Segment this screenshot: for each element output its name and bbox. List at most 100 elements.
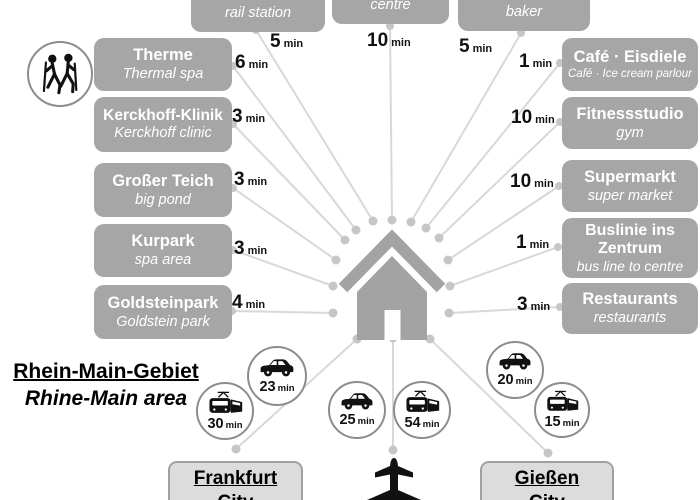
train-icon [209, 390, 243, 413]
poi-name-en: big pond [135, 191, 191, 208]
poi-name-de: Café · Eisdiele [573, 47, 687, 66]
time-value: 25 [339, 412, 356, 428]
poi-name-en: Café · Ice cream parlour [568, 67, 692, 80]
poi-name-en: centre [370, 0, 411, 13]
city-name: Frankfurt [193, 468, 278, 489]
time-unit: min [529, 239, 550, 251]
region-title-de: Rhein-Main-Gebiet [13, 360, 199, 383]
poi-name-en: Thermal spa [122, 66, 204, 83]
time-value: 15 [544, 414, 561, 430]
poi-name-en: spa area [134, 252, 192, 269]
city-sub: City [170, 491, 301, 500]
poi-box-cafe-eisdiele: Café · Eisdiele Café · Ice cream parlour [562, 38, 698, 91]
poi-box-baecker: Bäcker baker [458, 0, 590, 31]
time-unit: min [515, 376, 533, 387]
car-icon [341, 393, 373, 410]
poi-name-de: Fitnessstudio [576, 104, 684, 123]
time-unit: min [391, 37, 411, 49]
poi-box-restaurants: Restaurants restaurants [562, 283, 698, 334]
time-value: 1 [516, 232, 527, 253]
time-unit: min [534, 178, 554, 190]
house-icon [338, 229, 446, 340]
poi-box-kerckhoff-klinik: Kerckhoff-Klinik Kerckhoff clinic [94, 97, 232, 152]
poi-name-de: Kurpark [131, 232, 195, 251]
car-icon [260, 358, 294, 376]
time-unit: min [245, 113, 266, 125]
poi-box-fitnessstudio: Fitnessstudio gym [562, 97, 698, 149]
train-icon [547, 390, 579, 411]
poi-box-grosser-teich: Großer Teich big pond [94, 163, 232, 217]
time-value: 3 [517, 294, 528, 315]
region-title: Rhein-Main-Gebiet Rhine-Main area [2, 358, 210, 413]
poi-name-de: Restaurants [582, 290, 678, 309]
poi-name-de: Bäcker [461, 0, 587, 4]
poi-name-de: Goldsteinpark [107, 293, 219, 312]
poi-box-therme: Therme Thermal spa [94, 38, 232, 91]
poi-name-en: super market [587, 187, 673, 204]
time-unit: min [357, 416, 375, 427]
time-unit: min [225, 419, 243, 431]
city-name: Gießen [514, 468, 580, 489]
time-unit: min [277, 382, 295, 394]
poi-name-de: Supermarkt [584, 167, 676, 186]
time-unit: min [532, 58, 553, 70]
hikers-icon [42, 53, 78, 95]
poi-box-buslinie: Buslinie ins Zentrum bus line to centre [562, 218, 698, 278]
poi-name-en: restaurants [593, 310, 667, 327]
walking-badge [27, 41, 93, 107]
poi-box-zentrum: Zentrum centre [332, 0, 449, 24]
city-box-giessen: Gießen City [480, 461, 614, 500]
poi-name-en: bus line to centre [576, 257, 684, 274]
time-value: 20 [497, 372, 514, 388]
time-value: 5 [270, 31, 281, 52]
time-value: 4 [232, 292, 243, 313]
time-unit: min [248, 59, 269, 71]
time-unit: min [247, 176, 268, 188]
poi-name-de: Kerckhoff-Klinik [103, 106, 223, 124]
time-value: 6 [235, 52, 246, 73]
car-icon [499, 353, 531, 370]
time-value: 1 [519, 51, 530, 72]
time-value: 10 [367, 30, 389, 51]
poi-box-bahnhof: Bahnhof rail station [191, 0, 325, 32]
poi-name-de: Therme [133, 46, 193, 65]
region-title-en: Rhine-Main area [24, 387, 188, 411]
time-value: 23 [259, 378, 276, 395]
time-value: 3 [234, 238, 245, 259]
time-value: 5 [459, 36, 470, 57]
poi-name-en: rail station [224, 4, 292, 21]
time-value: 54 [404, 414, 421, 431]
time-unit: min [283, 38, 304, 50]
poi-box-goldsteinpark: Goldsteinpark Goldstein park [94, 285, 232, 339]
time-unit: min [562, 418, 580, 429]
airplane-icon [367, 458, 421, 500]
train-icon [406, 389, 440, 412]
time-unit: min [422, 418, 440, 430]
poi-name-en: baker [505, 3, 543, 20]
poi-name-en: Goldstein park [116, 313, 210, 330]
poi-name-de: Großer Teich [112, 171, 214, 190]
poi-name-de: Bahnhof [194, 0, 322, 5]
time-value: 10 [511, 107, 533, 128]
time-value: 30 [207, 415, 224, 432]
city-sub: City [482, 491, 612, 500]
poi-box-kurpark: Kurpark spa area [94, 224, 232, 277]
time-unit: min [530, 301, 551, 313]
